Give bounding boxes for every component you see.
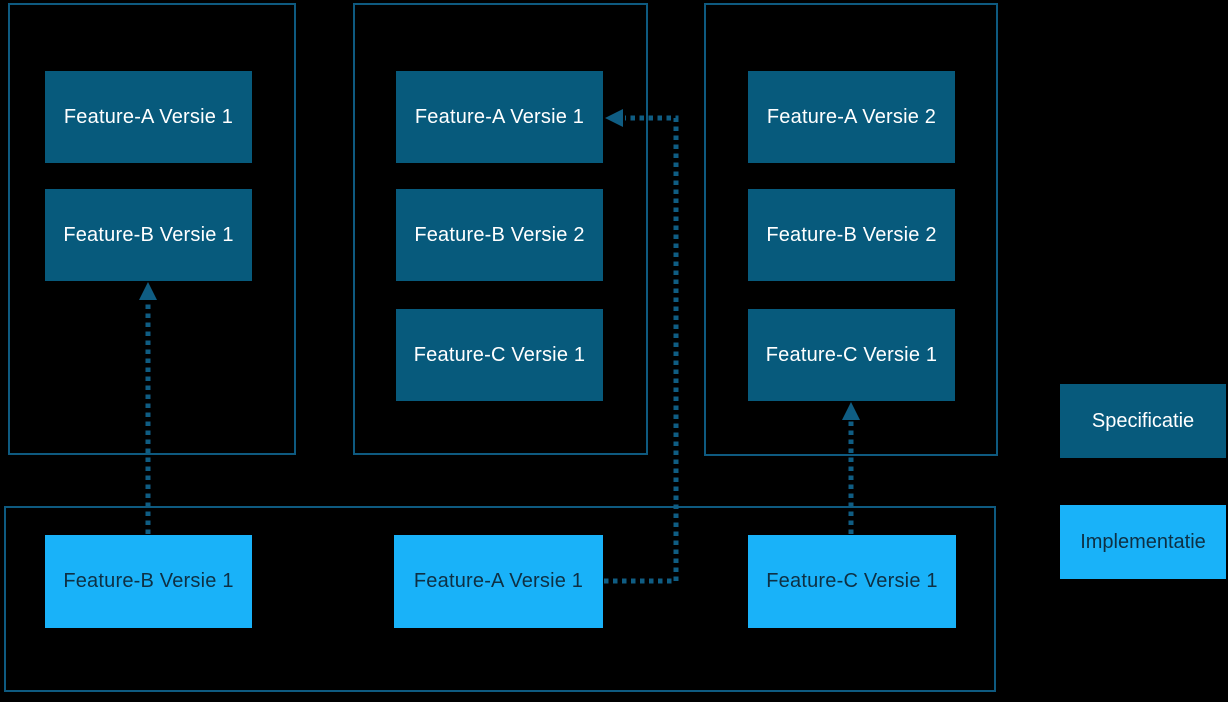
legend-implementation-label: Implementatie [1080,530,1206,553]
spec-box-label: Feature-B Versie 2 [414,223,585,246]
spec-box-group2-feature-a-versie-1: Feature-A Versie 1 [396,71,603,163]
legend-specification-label: Specificatie [1091,409,1195,432]
spec-box-group3-feature-a-versie-2: Feature-A Versie 2 [748,71,955,163]
spec-box-label: Feature-C Versie 1 [413,343,586,366]
spec-box-group2-feature-b-versie-2: Feature-B Versie 2 [396,189,603,281]
spec-box-label: Feature-B Versie 2 [766,223,937,246]
spec-box-group1-feature-a-versie-1: Feature-A Versie 1 [45,71,252,163]
spec-box-group2-feature-c-versie-1: Feature-C Versie 1 [396,309,603,401]
legend-specification: Specificatie [1060,384,1226,458]
impl-box-label: Feature-C Versie 1 [766,570,938,592]
spec-box-label: Feature-A Versie 1 [63,105,234,128]
spec-box-label: Feature-C Versie 1 [765,343,938,366]
implementation-group [4,506,996,692]
spec-box-label: Feature-A Versie 1 [414,105,585,128]
impl-box-feature-c-versie-1: Feature-C Versie 1 [748,535,956,628]
impl-box-label: Feature-A Versie 1 [413,570,584,592]
spec-box-group3-feature-b-versie-2: Feature-B Versie 2 [748,189,955,281]
specification-group-1 [8,3,296,455]
spec-box-label: Feature-B Versie 1 [63,223,234,246]
legend-implementation: Implementatie [1060,505,1226,579]
impl-box-feature-b-versie-1: Feature-B Versie 1 [45,535,252,628]
impl-box-feature-a-versie-1: Feature-A Versie 1 [394,535,603,628]
impl-box-label: Feature-B Versie 1 [63,570,234,592]
spec-box-group3-feature-c-versie-1: Feature-C Versie 1 [748,309,955,401]
spec-box-label: Feature-A Versie 2 [766,105,937,128]
spec-box-group1-feature-b-versie-1: Feature-B Versie 1 [45,189,252,281]
